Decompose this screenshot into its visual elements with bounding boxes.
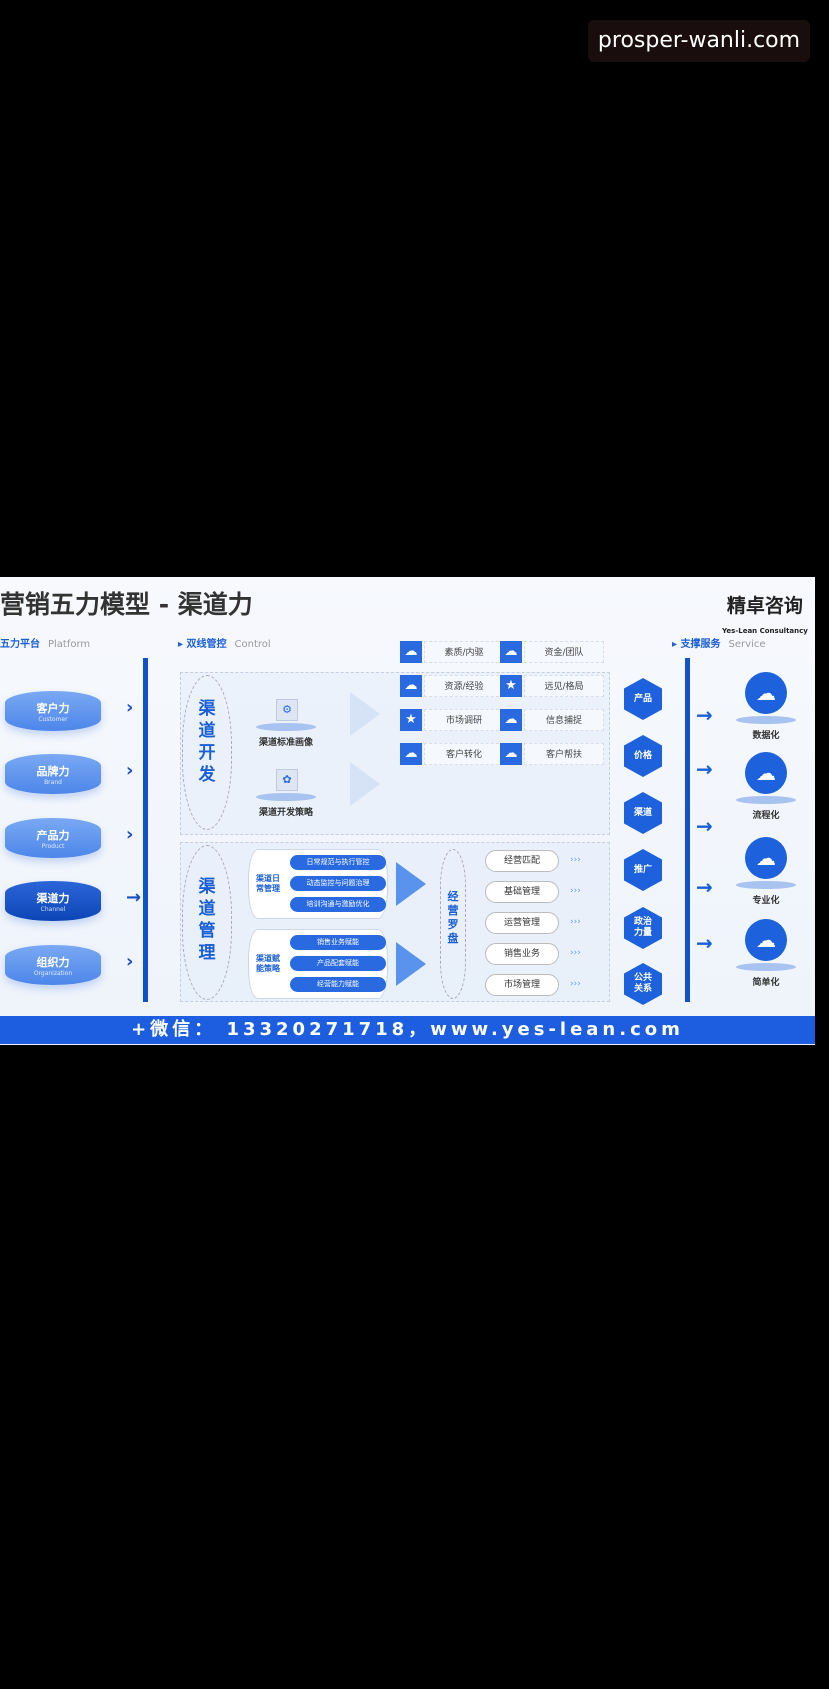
- pill: 销售业务赋能: [290, 935, 386, 950]
- cloud-icon: ☁: [500, 709, 522, 731]
- grid-label: 客户帮扶: [524, 743, 604, 765]
- chevron-right-icon: ›: [126, 824, 134, 845]
- arrow-icon: [396, 942, 426, 986]
- service-label: 简单化: [752, 978, 780, 988]
- star-icon: ★: [500, 675, 522, 697]
- pill: 经营能力赋能: [290, 977, 386, 992]
- chevron-right-icon: ›: [126, 697, 134, 718]
- hexagon: 价格: [624, 735, 662, 777]
- star-icon: ★: [400, 709, 422, 731]
- compass-item: 销售业务: [485, 943, 559, 965]
- arrow-icon: [350, 762, 380, 806]
- service-label: 流程化: [752, 811, 780, 821]
- grid-label: 资金/团队: [524, 641, 604, 663]
- development-label: 渠道开发: [182, 675, 232, 830]
- platform-shape: [736, 716, 796, 724]
- arrow-right-icon: →: [126, 887, 142, 908]
- triple-chevron-icon: ›››: [570, 886, 581, 896]
- grid-label: 信息捕捉: [524, 709, 604, 731]
- dev-item: 渠道开发策略: [258, 808, 313, 818]
- grid-label: 资源/经验: [424, 675, 504, 697]
- compass-item: 市场管理: [485, 974, 559, 996]
- arrow-right-icon: →: [696, 814, 713, 838]
- pill: 培训沟通与激励优化: [290, 897, 386, 912]
- cloud-icon: ☁: [500, 641, 522, 663]
- triple-chevron-icon: ›››: [570, 948, 581, 958]
- pill: 动态监控与问题治理: [290, 876, 386, 891]
- profile-icon: ⚙: [276, 699, 298, 721]
- compass-item: 基础管理: [485, 881, 559, 903]
- triple-chevron-icon: ›››: [570, 917, 581, 927]
- cloud-icon: ☁: [745, 672, 787, 714]
- compass-item: 运营管理: [485, 912, 559, 934]
- divider-bar: [143, 658, 148, 1002]
- arrow-icon: [350, 692, 380, 736]
- cloud-icon: ☁: [745, 919, 787, 961]
- cloud-icon: ☁: [745, 837, 787, 879]
- chevron-right-icon: ›: [126, 760, 134, 781]
- hexagon: 政治力量: [624, 907, 662, 949]
- platform-shape: [736, 963, 796, 971]
- arrow-right-icon: →: [696, 931, 713, 955]
- triple-chevron-icon: ›››: [570, 855, 581, 865]
- chevron-right-icon: ›: [126, 951, 134, 972]
- platform-shape: [736, 881, 796, 889]
- platform-shape: [736, 796, 796, 804]
- divider-bar: [685, 658, 690, 1002]
- footer-contact: +微信： 13320271718，www.yes-lean.com: [0, 1016, 815, 1044]
- cloud-icon: ☁: [400, 641, 422, 663]
- watermark: prosper-wanli.com: [588, 20, 810, 62]
- grid-label: 市场调研: [424, 709, 504, 731]
- pill: 产品配套赋能: [290, 956, 386, 971]
- cloud-icon: ☁: [500, 743, 522, 765]
- arrow-icon: [396, 862, 426, 906]
- arrow-right-icon: →: [696, 703, 713, 727]
- arrow-right-icon: →: [696, 757, 713, 781]
- group-label: 渠道日常管理: [256, 874, 280, 893]
- strategy-icon: ✿: [276, 769, 298, 791]
- grid-label: 远见/格局: [524, 675, 604, 697]
- service-label: 专业化: [752, 896, 780, 906]
- hexagon: 渠道: [624, 792, 662, 834]
- slide-title: 营销五力模型 - 渠道力: [0, 590, 253, 619]
- platform-shape: [256, 723, 316, 731]
- cloud-icon: ☁: [745, 752, 787, 794]
- compass-item: 经营匹配: [485, 850, 559, 872]
- compass-label: 经营罗盘: [440, 849, 466, 999]
- hexagon: 公共关系: [624, 963, 662, 1005]
- grid-label: 客户转化: [424, 743, 504, 765]
- hexagon: 产品: [624, 678, 662, 720]
- hexagon: 推广: [624, 849, 662, 891]
- dev-item: 渠道标准画像: [258, 738, 313, 748]
- group-label: 渠道赋能策略: [256, 954, 280, 973]
- service-label: 数据化: [752, 731, 780, 741]
- pill: 日常规范与执行管控: [290, 855, 386, 870]
- management-label: 渠道管理: [182, 845, 232, 1000]
- cloud-icon: ☁: [400, 743, 422, 765]
- grid-label: 素质/内驱: [424, 641, 504, 663]
- cloud-icon: ☁: [400, 675, 422, 697]
- platform-shape: [256, 793, 316, 801]
- triple-chevron-icon: ›››: [570, 979, 581, 989]
- arrow-right-icon: →: [696, 875, 713, 899]
